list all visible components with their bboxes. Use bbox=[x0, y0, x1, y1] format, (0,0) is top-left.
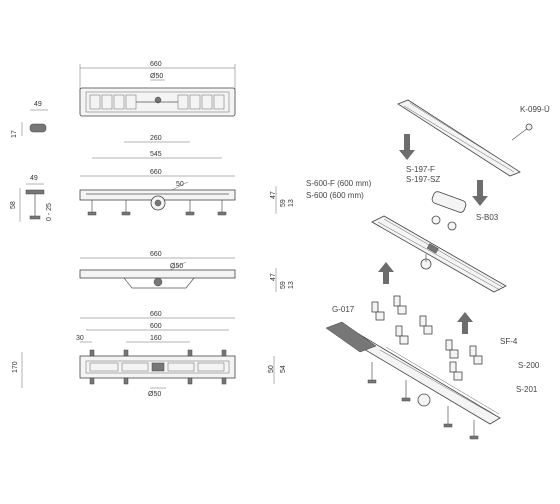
dim-side2-total: 660 bbox=[150, 169, 162, 176]
label-s600f: S-600-F (600 mm) bbox=[306, 179, 372, 188]
dim-top-width: 660 bbox=[150, 61, 162, 68]
dim-bottom-total: 660 bbox=[150, 311, 162, 318]
dim-side2-inner: 545 bbox=[150, 151, 162, 158]
dim-bottom-mid: 160 bbox=[150, 335, 162, 342]
dim-side3-h1: 47 bbox=[270, 273, 277, 281]
label-sb03: S-B03 bbox=[476, 213, 499, 222]
exploded-view: K-099-Ü S-197-F S-197-SZ S-600-F (600 mm… bbox=[306, 99, 550, 440]
label-s600: S-600 (600 mm) bbox=[306, 191, 364, 200]
side-view-1: 260 545 660 50 47 59 13 bbox=[79, 135, 295, 216]
label-g017: G-017 bbox=[332, 305, 355, 314]
dim-bottom-inner: 600 bbox=[150, 323, 162, 330]
dim-side2-h2: 59 bbox=[280, 199, 287, 207]
dim-side3-h2: 59 bbox=[280, 281, 287, 289]
grate-k099 bbox=[397, 99, 521, 177]
top-view: 660 Ø50 bbox=[79, 61, 236, 117]
label-s200: S-200 bbox=[518, 361, 540, 370]
label-sf4: SF-4 bbox=[500, 337, 518, 346]
dim-foot-width: 49 bbox=[30, 175, 38, 182]
dim-bottom-left-height: 170 bbox=[12, 361, 19, 373]
dim-bottom-hole: Ø50 bbox=[148, 391, 161, 398]
dim-top-hole: Ø50 bbox=[150, 73, 163, 80]
dim-side2-width: 260 bbox=[150, 135, 162, 142]
bottom-view: 660 600 30 160 Ø50 170 50 54 bbox=[12, 311, 287, 398]
dim-side2-hole: 50 bbox=[176, 181, 184, 188]
foot-detail: 49 58 0 - 25 bbox=[10, 175, 53, 222]
dim-side2-h3: 13 bbox=[288, 199, 295, 207]
side-view-2: 660 Ø50 47 59 13 bbox=[79, 251, 295, 292]
drain-body bbox=[371, 215, 507, 293]
dim-side3-total: 660 bbox=[150, 251, 162, 258]
label-k099: K-099-Ü bbox=[520, 105, 550, 114]
clip-detail: 49 17 bbox=[11, 101, 48, 138]
label-s197f: S-197-F bbox=[406, 165, 435, 174]
dim-clip-width: 49 bbox=[34, 101, 42, 108]
dim-bottom-h2: 54 bbox=[280, 365, 287, 373]
label-s201: S-201 bbox=[516, 385, 538, 394]
dim-side3-h3: 13 bbox=[288, 281, 295, 289]
dim-side2-h1: 47 bbox=[270, 191, 277, 199]
label-s197sz: S-197-SZ bbox=[406, 175, 440, 184]
dim-clip-height: 17 bbox=[11, 130, 18, 138]
dim-bottom-left: 30 bbox=[76, 335, 84, 342]
dim-foot-range: 0 - 25 bbox=[46, 203, 53, 221]
dim-foot-height: 58 bbox=[10, 201, 17, 209]
dim-bottom-h1: 50 bbox=[268, 365, 275, 373]
